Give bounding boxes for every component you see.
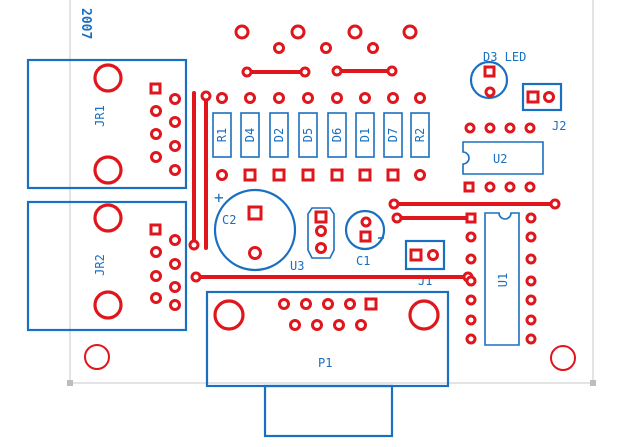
d3-led-footprint: D3 LED	[469, 50, 526, 100]
mounting-hole	[84, 344, 110, 370]
d1-label: D1	[358, 128, 372, 142]
board-outline	[67, 0, 596, 386]
c2-label: C2	[222, 213, 236, 227]
p1-label: P1	[318, 356, 332, 370]
j1-footprint: J1	[404, 239, 446, 288]
jr1-footprint: JR1	[26, 58, 188, 190]
top-pads	[234, 24, 418, 54]
u3-footprint: U3	[290, 207, 335, 273]
d3-label: D3 LED	[483, 50, 526, 64]
c2-plus: +	[214, 188, 224, 207]
c1-label: C1	[356, 254, 370, 268]
resistor-diode-row: R1 D4 D2 D5 D6 D1 D7 R2	[212, 92, 430, 182]
year-label: 2007	[78, 8, 93, 39]
d5-label: D5	[301, 128, 315, 142]
d2-label: D2	[272, 128, 286, 142]
c1-footprint: C1	[344, 209, 386, 268]
d4-label: D4	[243, 128, 257, 142]
jr2-footprint: JR2	[26, 200, 188, 332]
u1-label: U1	[496, 273, 510, 287]
u3-label: U3	[290, 259, 304, 273]
p1-footprint: P1	[205, 290, 450, 438]
mounting-hole	[550, 345, 576, 371]
r2-label: R2	[413, 128, 427, 142]
u2-footprint: U2	[462, 122, 544, 193]
jr2-label: JR2	[93, 254, 107, 276]
jr1-label: JR1	[93, 105, 107, 127]
r1-label: R1	[215, 128, 229, 142]
j2-label: J2	[552, 119, 566, 133]
j2-footprint: J2	[521, 82, 566, 133]
u1-footprint: U1	[465, 212, 537, 346]
c2-footprint: + C2	[213, 188, 297, 272]
d6-label: D6	[330, 128, 344, 142]
d7-label: D7	[386, 128, 400, 142]
u2-label: U2	[493, 152, 507, 166]
